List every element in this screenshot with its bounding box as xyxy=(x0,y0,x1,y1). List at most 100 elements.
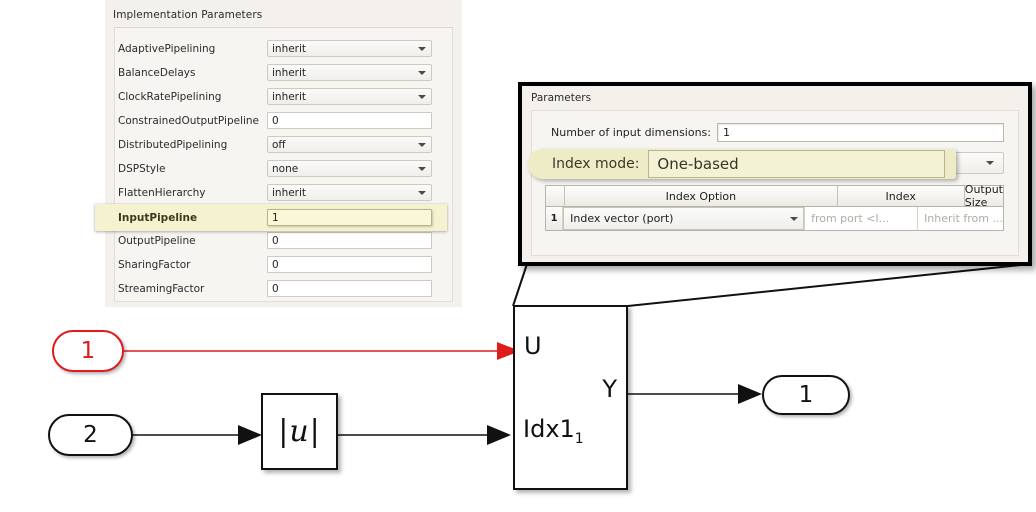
impl-param-label: InputPipeline xyxy=(118,211,198,224)
index-option-value: Index vector (port) xyxy=(570,212,674,225)
impl-param-combobox[interactable]: inherit xyxy=(267,40,432,57)
impl-param-input[interactable]: 0 xyxy=(267,112,432,129)
impl-param-value: inherit xyxy=(272,90,307,103)
index-mode-value-field[interactable]: One-based xyxy=(648,150,946,178)
table-header-rownum xyxy=(546,186,566,207)
chevron-down-icon xyxy=(418,70,426,75)
table-header-index-option[interactable]: Index Option xyxy=(565,186,838,207)
chevron-down-icon xyxy=(790,216,799,221)
impl-param-row-inputpipeline: InputPipeline 1 xyxy=(95,204,447,231)
arrowhead-outport1 xyxy=(738,384,762,404)
arrowhead-idx-input xyxy=(487,425,511,445)
chevron-down-icon xyxy=(418,142,426,147)
outport-1-label: 1 xyxy=(798,382,814,408)
impl-param-label: ConstrainedOutputPipeline xyxy=(118,114,260,127)
index-options-table-header: Index Option Index Output Size xyxy=(546,183,1003,209)
table-header-output-size[interactable]: Output Size xyxy=(964,183,1003,209)
impl-param-value: inherit xyxy=(272,66,307,79)
abs-block[interactable]: |u| xyxy=(261,393,338,470)
impl-param-row-constrainedoutputpipeline: ConstrainedOutputPipeline 0 xyxy=(105,108,444,133)
number-of-input-dimensions-row: Number of input dimensions: 1 xyxy=(532,121,1018,143)
selector-block[interactable]: U Y Idx11 xyxy=(513,305,628,490)
impl-param-row-balancedelays: BalanceDelays inherit xyxy=(105,60,444,85)
inport-1-label: 1 xyxy=(80,338,96,364)
selector-port-u-label: U xyxy=(524,332,542,360)
impl-param-combobox[interactable]: none xyxy=(267,160,432,177)
impl-param-value: none xyxy=(272,162,299,175)
index-mode-label: Index mode: xyxy=(552,156,640,172)
abs-block-glyph: |u| xyxy=(278,414,321,449)
impl-param-input[interactable]: 0 xyxy=(267,256,432,273)
number-of-input-dimensions-value: 1 xyxy=(723,125,730,139)
impl-param-row-flattenhierarchy: FlattenHierarchy inherit xyxy=(105,180,444,205)
implementation-parameters-title: Implementation Parameters xyxy=(113,9,263,21)
impl-param-label: FlattenHierarchy xyxy=(118,186,206,199)
implementation-parameters-panel: Implementation Parameters AdaptivePipeli… xyxy=(95,0,462,307)
inport-2[interactable]: 2 xyxy=(48,414,133,456)
chevron-down-icon xyxy=(418,166,426,171)
table-row: 1 Index vector (port) from port <I... In… xyxy=(546,207,1003,230)
selector-port-idx-label: Idx11 xyxy=(523,415,584,447)
impl-param-value: inherit xyxy=(272,42,307,55)
index-options-table: Index Option Index Output Size 1 Index v… xyxy=(545,183,1004,231)
impl-param-row-distributedpipelining: DistributedPipelining off xyxy=(105,132,444,157)
number-of-input-dimensions-input[interactable]: 1 xyxy=(717,122,1004,142)
impl-param-row-sharingfactor: SharingFactor 0 xyxy=(105,252,444,277)
impl-param-label: DistributedPipelining xyxy=(118,138,228,151)
index-option-combobox[interactable]: Index vector (port) xyxy=(563,207,805,230)
impl-param-row-streamingfactor: StreamingFactor 0 xyxy=(105,276,444,301)
impl-param-combobox[interactable]: inherit xyxy=(267,64,432,81)
impl-param-label: DSPStyle xyxy=(118,162,166,175)
number-of-input-dimensions-label: Number of input dimensions: xyxy=(551,125,711,139)
impl-param-input[interactable]: 0 xyxy=(267,232,432,249)
impl-param-value: 0 xyxy=(272,282,279,295)
impl-param-row-dspstyle: DSPStyle none xyxy=(105,156,444,181)
impl-param-label: BalanceDelays xyxy=(118,66,196,79)
outport-1[interactable]: 1 xyxy=(762,375,850,415)
inport-1[interactable]: 1 xyxy=(52,330,124,372)
impl-param-label: OutputPipeline xyxy=(118,234,196,247)
impl-param-value: 0 xyxy=(272,258,279,271)
index-mode-highlight: Index mode: One-based xyxy=(528,149,956,179)
table-cell-index-option[interactable]: Index vector (port) xyxy=(563,207,806,230)
impl-param-combobox[interactable]: inherit xyxy=(267,88,432,105)
impl-param-value: off xyxy=(272,138,286,151)
impl-param-label: StreamingFactor xyxy=(118,282,205,295)
impl-param-row-adaptivepipelining: AdaptivePipelining inherit xyxy=(105,36,444,61)
impl-param-value: 0 xyxy=(272,234,279,247)
parameters-dialog-body: Parameters Number of input dimensions: 1… xyxy=(522,86,1028,262)
arrowhead-abs-input xyxy=(238,425,262,445)
impl-param-input[interactable]: 1 xyxy=(267,209,432,226)
inport-2-label: 2 xyxy=(83,422,98,448)
table-header-index[interactable]: Index xyxy=(837,186,965,207)
impl-param-row-clockratepipelining: ClockRatePipelining inherit xyxy=(105,84,444,109)
selector-port-idx-subscript: 1 xyxy=(574,430,584,447)
chevron-down-icon xyxy=(418,94,426,99)
chevron-down-icon xyxy=(986,161,994,165)
index-mode-value: One-based xyxy=(657,155,739,173)
arrowhead-u-input xyxy=(497,342,520,360)
callout-line-left xyxy=(512,263,528,307)
output-size-placeholder: Inherit from ... xyxy=(924,212,1003,225)
parameters-dialog-title: Parameters xyxy=(531,92,592,104)
impl-param-input[interactable]: 0 xyxy=(267,280,432,297)
impl-param-combobox[interactable]: off xyxy=(267,136,432,153)
impl-param-label: ClockRatePipelining xyxy=(118,90,222,103)
parameters-group-box: Number of input dimensions: 1 Index mode… xyxy=(528,110,1019,256)
callout-line-right xyxy=(627,263,1031,307)
impl-param-combobox[interactable]: inherit xyxy=(267,184,432,201)
parameters-dialog: Parameters Number of input dimensions: 1… xyxy=(518,82,1032,266)
impl-param-value: inherit xyxy=(272,186,307,199)
impl-param-label: AdaptivePipelining xyxy=(118,42,216,55)
selector-port-idx-text: Idx1 xyxy=(523,415,575,443)
table-cell-output-size[interactable]: Inherit from ... xyxy=(918,207,1003,230)
impl-param-value: 1 xyxy=(272,211,279,224)
impl-param-label: SharingFactor xyxy=(118,258,191,271)
table-cell-index[interactable]: from port <I... xyxy=(805,207,919,230)
index-placeholder: from port <I... xyxy=(811,212,890,225)
selector-port-y-label: Y xyxy=(602,375,617,403)
chevron-down-icon xyxy=(418,46,426,51)
impl-param-value: 0 xyxy=(272,114,279,127)
